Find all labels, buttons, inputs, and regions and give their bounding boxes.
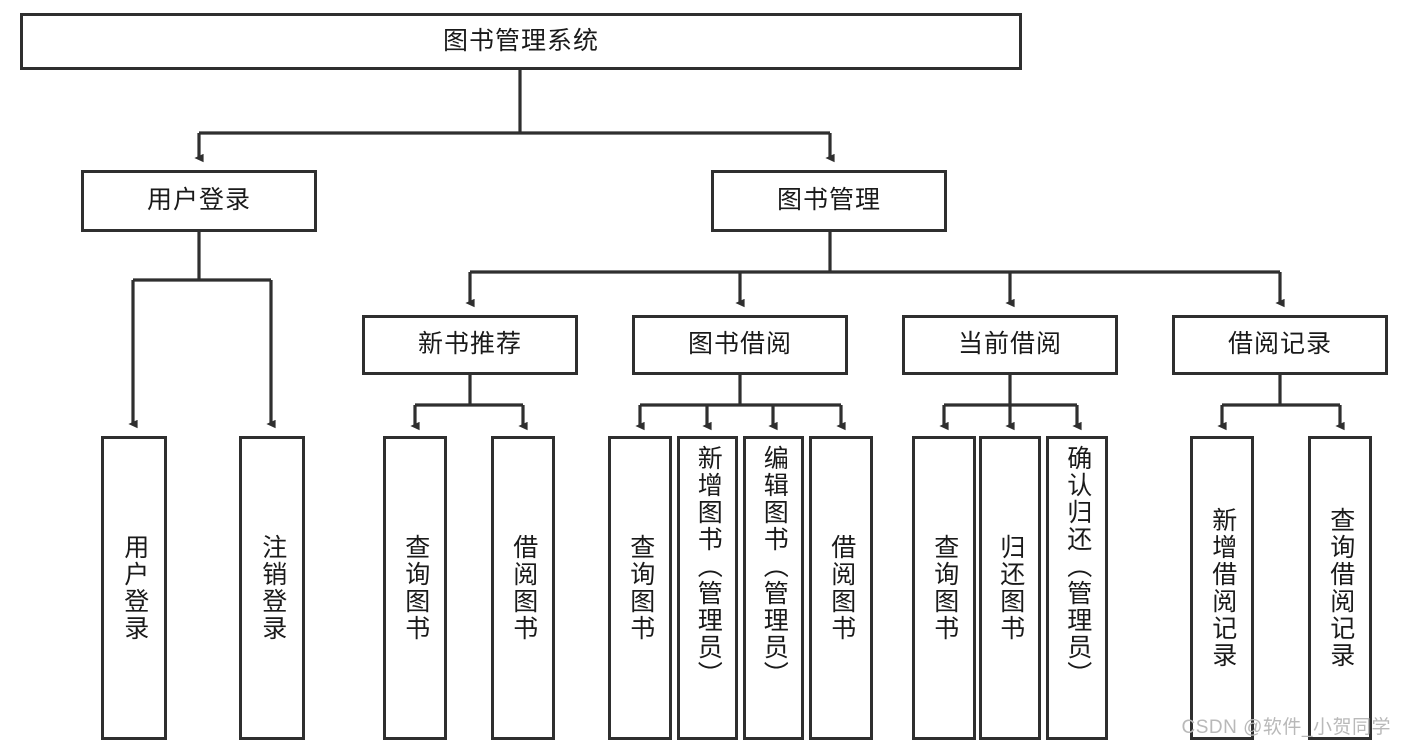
node-label: 查询图书 [401,534,430,642]
node-label: 图书管理 [776,186,881,215]
leaf-borrow-record-query-record[interactable]: 查询借阅记录 [1308,436,1372,740]
leaf-new-book-query-book[interactable]: 查询图书 [383,436,447,740]
node-book-borrow[interactable]: 图书借阅 [632,315,848,375]
leaf-book-borrow-edit-book-admin[interactable]: 编辑图书（管理员） [743,436,804,740]
leaf-book-borrow-query-book[interactable]: 查询图书 [608,436,672,740]
node-label: 新增借阅记录 [1208,507,1237,669]
leaf-current-borrow-query-book[interactable]: 查询图书 [912,436,976,740]
node-label: 查询图书 [626,534,655,642]
leaf-current-borrow-confirm-return-admin[interactable]: 确认归还（管理员） [1046,436,1108,740]
node-root-library-management-system[interactable]: 图书管理系统 [20,13,1022,70]
node-label: 当前借阅 [957,330,1062,359]
node-label: 借阅图书 [509,534,538,642]
node-label: 查询借阅记录 [1326,507,1355,669]
leaf-new-book-borrow-book[interactable]: 借阅图书 [491,436,555,740]
leaf-book-borrow-add-book-admin[interactable]: 新增图书（管理员） [677,436,738,740]
node-label: 注销登录 [258,534,287,642]
node-label: 图书借阅 [687,330,792,359]
leaf-user-login-logout[interactable]: 注销登录 [239,436,305,740]
node-label: 借阅图书 [827,534,856,642]
node-label: 确认归还（管理员） [1063,445,1092,688]
node-user-login[interactable]: 用户登录 [81,170,317,232]
leaf-user-login-login[interactable]: 用户登录 [101,436,167,740]
node-label: 编辑图书（管理员） [760,445,789,688]
node-label: 图书管理系统 [442,26,599,55]
node-book-management[interactable]: 图书管理 [711,170,947,232]
node-label: 借阅记录 [1227,330,1332,359]
node-label: 新书推荐 [417,330,522,359]
node-label: 用户登录 [120,534,149,642]
node-label: 归还图书 [996,534,1025,642]
leaf-borrow-record-add-record[interactable]: 新增借阅记录 [1190,436,1254,740]
node-new-book-recommend[interactable]: 新书推荐 [362,315,578,375]
leaf-current-borrow-return-book[interactable]: 归还图书 [979,436,1041,740]
node-label: 用户登录 [146,186,251,215]
node-current-borrow[interactable]: 当前借阅 [902,315,1118,375]
leaf-book-borrow-borrow-book[interactable]: 借阅图书 [809,436,873,740]
node-label: 查询图书 [930,534,959,642]
node-label: 新增图书（管理员） [694,445,723,688]
node-borrow-record[interactable]: 借阅记录 [1172,315,1388,375]
